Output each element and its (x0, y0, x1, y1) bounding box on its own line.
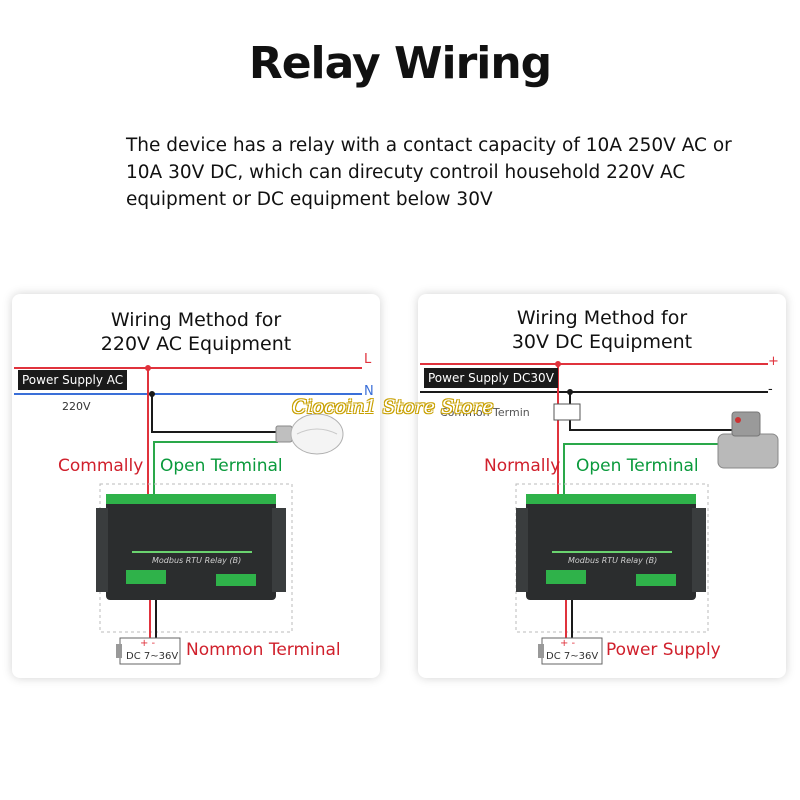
dc-panel-title-line2: 30V DC Equipment (511, 331, 693, 353)
solenoid-valve-icon (717, 411, 779, 469)
negative-line-label: - (768, 382, 773, 397)
dc-power-supply-label: Power Supply DC30V (424, 368, 558, 388)
light-bulb-icon (275, 413, 344, 455)
page-title: Relay Wiring (248, 38, 552, 89)
ac-dc-polarity: + - (140, 638, 156, 649)
dc-open-terminal-label: Open Terminal (576, 456, 699, 476)
dc-wiring-panel: Wiring Method for 30V DC Equipment Power… (418, 294, 786, 678)
dc-panel-title-line1: Wiring Method for (516, 307, 688, 329)
ac-module-label: Modbus RTU Relay (B) (152, 556, 242, 565)
dc-common-terminal-label: Common Termin (440, 406, 530, 419)
neutral-line-label: N (364, 384, 374, 399)
dc-dc-polarity: + - (560, 638, 576, 649)
ac-open-terminal-label: Open Terminal (160, 456, 283, 476)
dc-bottom-label: Power Supply (606, 640, 721, 660)
ac-wiring-diagram (14, 365, 362, 665)
ac-panel-title-line1: Wiring Method for (110, 309, 282, 331)
live-line-label: L (364, 352, 372, 367)
dc-wiring-diagram (420, 361, 779, 665)
dc-common-label: Normally (484, 456, 561, 476)
ac-wiring-panel: Wiring Method for 220V AC Equipment Powe… (12, 294, 380, 678)
ac-bottom-label: Nommon Terminal (186, 640, 341, 660)
dc-module-label: Modbus RTU Relay (B) (568, 556, 658, 565)
ac-common-label: Commally (58, 456, 144, 476)
ac-panel-title-line2: 220V AC Equipment (100, 333, 292, 355)
relay-module (516, 494, 706, 600)
ac-power-supply-label: Power Supply AC (18, 370, 128, 390)
store-watermark: Ciocoin1 Store Store (292, 396, 494, 418)
ac-voltage-label: 220V (62, 400, 91, 413)
relay-module (96, 494, 286, 600)
positive-line-label: + (768, 354, 779, 369)
description-text: The device has a relay with a contact ca… (126, 135, 732, 210)
ac-dc-label: DC 7~36V (126, 651, 179, 662)
dc-dc-label: DC 7~36V (546, 651, 599, 662)
